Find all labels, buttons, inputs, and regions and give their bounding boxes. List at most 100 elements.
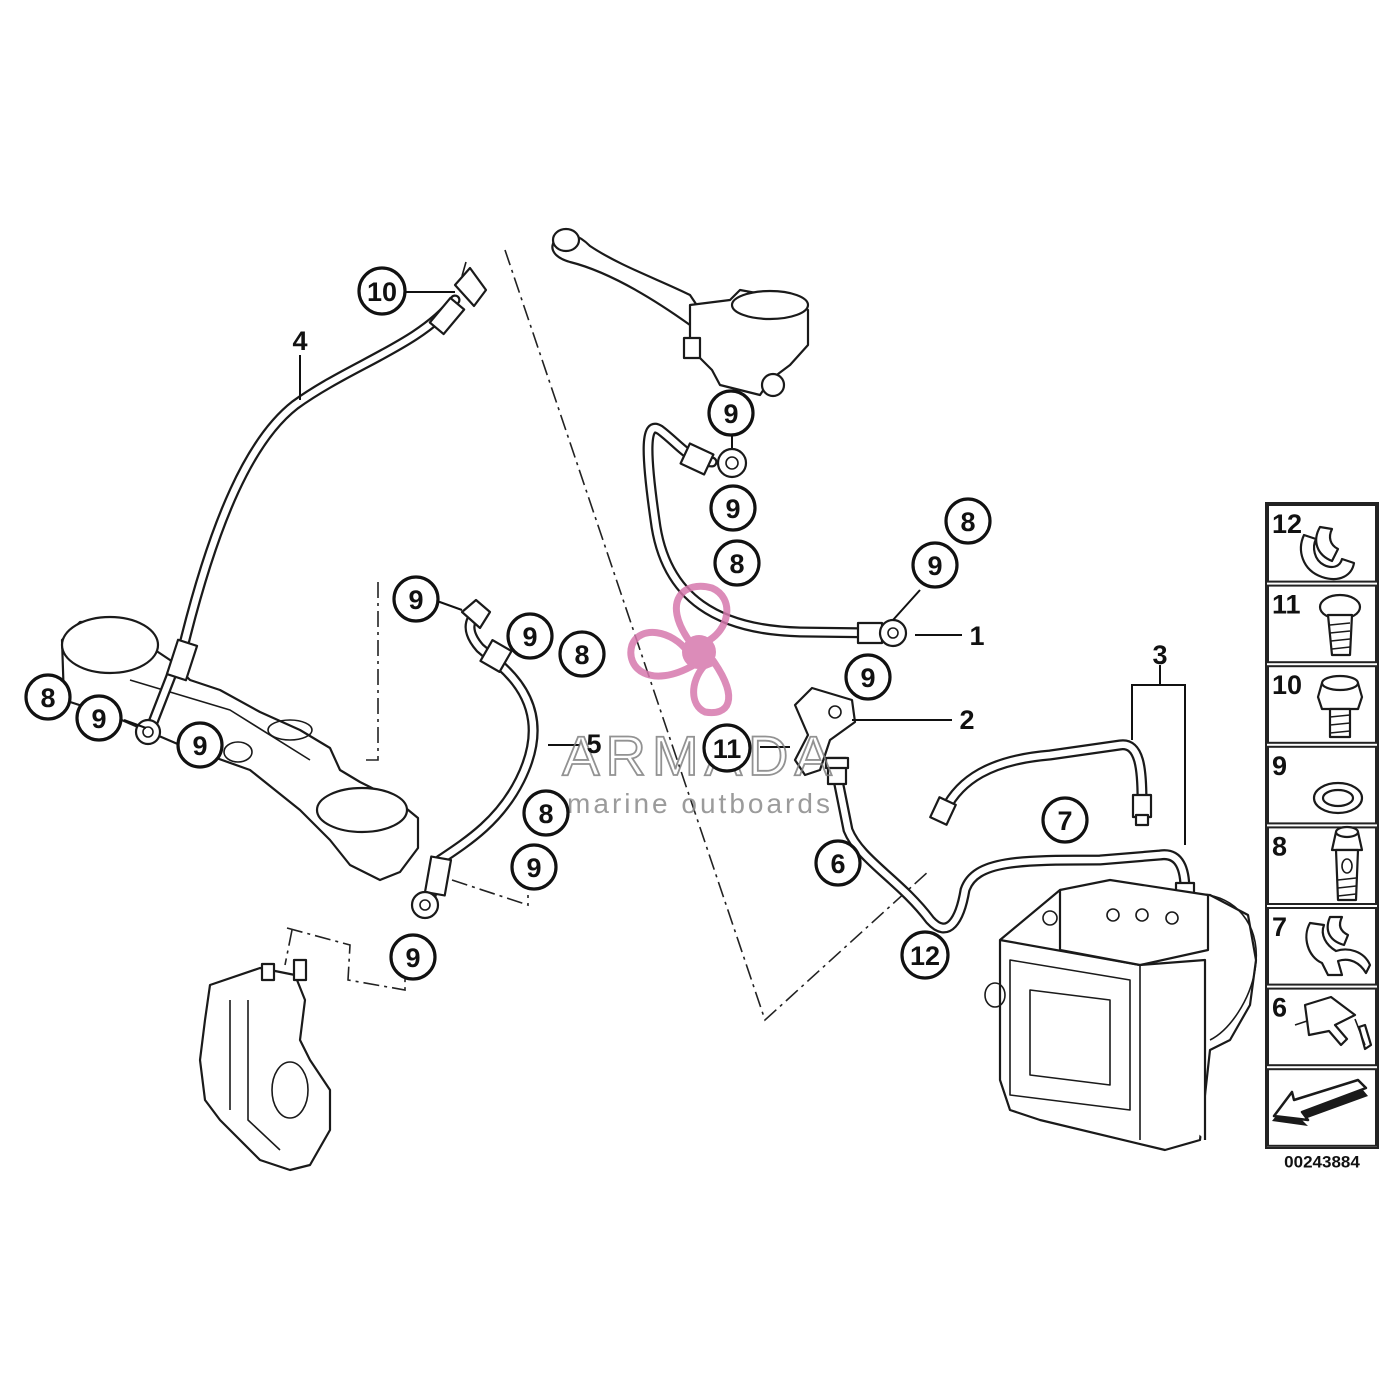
callout-circle [24, 673, 72, 721]
callout-label: 9 [927, 551, 942, 581]
leader-lines [123, 291, 1186, 845]
propeller-logo-icon [627, 582, 733, 717]
brake-lever [551, 227, 810, 398]
callout-c9-d: 9 [844, 653, 892, 701]
legend-cell-frame [1267, 745, 1377, 825]
callout-c12: 12 [900, 930, 950, 980]
legend-number: 12 [1272, 509, 1302, 539]
callout-label: 7 [1057, 806, 1072, 836]
callout-c8-d: 8 [24, 673, 72, 721]
banjo-bolt-icon [1330, 825, 1364, 902]
callout-c3: 3 [1152, 640, 1167, 670]
bolt-icon [1318, 593, 1362, 657]
callout-c8-e: 8 [522, 789, 570, 837]
callout-circle [75, 694, 123, 742]
callout-label: 9 [723, 399, 738, 429]
arrow-left-icon [1272, 1078, 1368, 1126]
callout-label: 9 [192, 731, 207, 761]
callout-label: 9 [860, 663, 875, 693]
callout-c9-a: 9 [707, 389, 755, 437]
callout-label: 9 [522, 622, 537, 652]
callout-label: 8 [574, 640, 589, 670]
brake-line-1 [642, 422, 908, 648]
callout-c9-g: 9 [75, 694, 123, 742]
callout-c8-a: 8 [713, 539, 761, 587]
callout-c9-h: 9 [176, 721, 224, 769]
legend-number: 7 [1272, 912, 1287, 942]
callout-label: 5 [586, 729, 601, 759]
legend-number: 6 [1272, 993, 1287, 1023]
callout-label: 8 [40, 683, 55, 713]
callout-circle [814, 839, 862, 887]
callout-c8-b: 8 [944, 497, 992, 545]
callout-circle [506, 612, 554, 660]
callout-c6: 6 [814, 839, 862, 887]
callout-circle [1041, 796, 1089, 844]
bracket-2 [793, 686, 857, 777]
abs-unit [984, 878, 1258, 1152]
legend-cell-frame [1267, 584, 1377, 664]
callout-circle [709, 484, 757, 532]
callout-c7: 7 [1041, 796, 1089, 844]
watermark-tagline: marine outboards [567, 788, 833, 819]
callout-circle [844, 653, 892, 701]
callout-circle [392, 575, 440, 623]
diagram-number: 00243884 [1284, 1153, 1360, 1172]
callout-circle [702, 723, 752, 773]
callout-circle [707, 389, 755, 437]
hose-clip-icon [1299, 525, 1356, 581]
callout-c9-i: 9 [510, 843, 558, 891]
parts-legend: 12 11 10 9 8 7 6 [1265, 502, 1379, 1172]
callout-label: 9 [91, 704, 106, 734]
legend-number: 9 [1272, 751, 1287, 781]
callout-label: 2 [959, 705, 974, 735]
legend-cell-11: 11 [1267, 584, 1377, 664]
callout-circle [911, 541, 959, 589]
callout-label: 6 [830, 849, 845, 879]
callout-c9-e: 9 [392, 575, 440, 623]
callout-c2: 2 [959, 705, 974, 735]
callout-c10: 10 [357, 266, 407, 316]
callout-circle [558, 630, 606, 678]
callout-circle [389, 933, 437, 981]
callout-label: 3 [1152, 640, 1167, 670]
armada-watermark: ARMADA marine outboards [561, 582, 838, 819]
fork-bridge [60, 615, 420, 882]
callout-c9-b: 9 [709, 484, 757, 532]
callout-c9-c: 9 [911, 541, 959, 589]
callout-label: 12 [910, 941, 940, 971]
brake-hose-5 [410, 598, 539, 920]
callout-label: 9 [408, 585, 423, 615]
callout-circle [522, 789, 570, 837]
callout-label: 10 [367, 277, 397, 307]
callout-circle [510, 843, 558, 891]
hex-bolt-icon [1316, 674, 1364, 739]
legend-icons [1272, 525, 1373, 1126]
callout-c1: 1 [969, 621, 984, 651]
legend-cell-9: 9 [1267, 745, 1377, 825]
brake-line-7 [929, 739, 1153, 827]
legend-number: 10 [1272, 670, 1302, 700]
sealing-ring-icon [1312, 781, 1364, 815]
legend-number: 8 [1272, 831, 1287, 861]
callout-label: 8 [729, 549, 744, 579]
callout-c8-c: 8 [558, 630, 606, 678]
callout-label: 9 [725, 494, 740, 524]
callout-circle [900, 930, 950, 980]
callout-label: 9 [405, 943, 420, 973]
watermark-brand: ARMADA [562, 724, 838, 787]
callout-circle [713, 539, 761, 587]
phantom-lines [284, 249, 931, 1022]
callout-c9-j: 9 [389, 933, 437, 981]
callout-circle [357, 266, 407, 316]
callout-label: 11 [713, 734, 742, 764]
callout-label: 4 [292, 326, 307, 356]
callout-circle [176, 721, 224, 769]
callout-c9-f: 9 [506, 612, 554, 660]
callout-label: 1 [969, 621, 984, 651]
callout-c5: 5 [586, 729, 601, 759]
callout-label: 9 [526, 853, 541, 883]
cable-tie-icon [1294, 995, 1373, 1051]
